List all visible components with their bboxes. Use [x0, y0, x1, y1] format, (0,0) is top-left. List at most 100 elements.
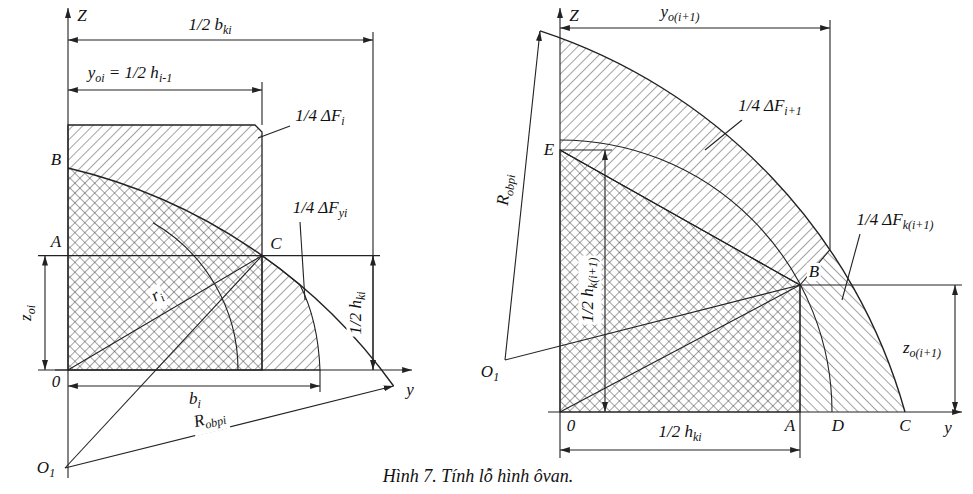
subscript-label: o(i+1) [668, 10, 699, 24]
subscript-label: o(i+1) [910, 346, 941, 360]
dimension-line [604, 150, 605, 412]
subscript-label: i-1 [159, 71, 172, 85]
figure-label: zo(i+1) [901, 339, 943, 362]
figure-label: C [268, 235, 283, 253]
symbol-label: B [809, 262, 819, 281]
radius-line [65, 256, 262, 468]
symbol-label: 1/2 h [578, 288, 597, 322]
symbol-label: A [51, 232, 61, 251]
dimension-line [68, 385, 320, 386]
symbol-label: O [37, 458, 49, 477]
figure-label: O1 [35, 459, 57, 482]
subscript-label: i+1 [784, 104, 801, 118]
crosshatched-area [68, 168, 262, 370]
figure-label: B [49, 151, 63, 169]
symbol-label: y [406, 380, 414, 399]
subscript-label: 1 [493, 370, 499, 384]
subscript-label: k(i+1) [903, 218, 934, 232]
dimension-line [954, 285, 955, 412]
symbol-label: y [661, 2, 669, 21]
extension-line [372, 32, 373, 370]
figure-label: 1/2 bki [186, 16, 233, 39]
z-axis [67, 8, 68, 478]
extension-line [799, 285, 800, 458]
y-axis [55, 369, 412, 370]
hatched-area [560, 38, 830, 285]
figure-label: yoi = 1/2 hi-1 [86, 64, 174, 87]
symbol-label: 0 [52, 372, 61, 391]
figure-label: y [942, 419, 954, 437]
y-axis [548, 411, 962, 412]
symbol-label: b [189, 389, 198, 408]
radius-line [68, 256, 262, 370]
figure-label: O1 [479, 363, 501, 386]
subscript-label: ki [223, 23, 232, 37]
symbol-label: y [88, 63, 96, 82]
symbol-label: 0 [567, 416, 576, 435]
symbol-label: C [270, 234, 281, 253]
figure-label: E [542, 141, 556, 159]
figure-label: C [897, 417, 912, 435]
hatched-area [262, 256, 320, 370]
figure-label: 1/2 hki [347, 289, 370, 336]
subscript-label: ki [693, 430, 702, 444]
symbol-label: y [944, 418, 952, 437]
line-ac [68, 255, 262, 256]
symbol-label: O [481, 362, 493, 381]
extension-line [38, 256, 68, 370]
dimension-line [68, 39, 373, 40]
figure-label: 1/4 ΔFyi [291, 199, 350, 222]
subscript-label: ki [354, 291, 368, 300]
figure-label: A [49, 233, 63, 251]
hatched-area [68, 125, 262, 370]
dimension-line [372, 256, 373, 370]
radius-line [560, 285, 800, 412]
leader-line [842, 234, 860, 300]
outer-arc [540, 31, 905, 412]
symbol-label: 1/2 b [188, 15, 222, 34]
symbol-label: E [544, 140, 554, 159]
figure-label: Z [567, 7, 580, 25]
figure-label: 1/4 ΔFk(i+1) [855, 211, 936, 234]
subscript-label: oi [95, 71, 104, 85]
leader-line [258, 126, 290, 138]
subscript-label: 1 [49, 466, 55, 480]
subscript-label: obpi [502, 174, 518, 197]
subscript-label: obpi [204, 413, 228, 432]
symbol-label: Z [77, 6, 86, 25]
symbol-label: z [16, 314, 35, 321]
subscript-label: i [198, 397, 201, 411]
symbol-label: z [903, 338, 910, 357]
figure-caption: Hình 7. Tính lỗ hình ôvan. [383, 466, 574, 487]
radius-line [65, 386, 394, 468]
symbol-label: C [899, 416, 910, 435]
figure-label: 1/2 hki [656, 423, 703, 446]
extension-line [829, 20, 830, 250]
subscript-label: k(i+1) [586, 257, 600, 288]
extension-line [261, 82, 262, 125]
dimension-line [68, 89, 262, 90]
figure-label: 0 [50, 373, 63, 391]
symbol-label: 1/2 h [658, 422, 692, 441]
extension-line [262, 255, 380, 256]
symbol-label: = 1/2 h [109, 63, 159, 82]
dimension-line [560, 449, 800, 450]
figure-label: D [830, 417, 846, 435]
figure-label: 1/4 ΔFi [293, 107, 346, 130]
extension-line [800, 284, 962, 285]
figure-label: 1/4 ΔFi+1 [736, 97, 803, 120]
dimension-line [560, 27, 830, 28]
leader-line [300, 222, 305, 300]
symbol-label: B [51, 150, 61, 169]
figure-label: bi [187, 390, 203, 413]
z-axis [559, 8, 560, 458]
figure-label: yo(i+1) [659, 3, 702, 26]
symbol-label: 1/4 ΔF [293, 198, 339, 217]
figure-label: zoi [17, 303, 40, 323]
symbol-label: 1/4 ΔF [295, 106, 341, 125]
subscript-label: i [341, 114, 344, 128]
figure-label: ri [146, 284, 170, 311]
extension-line [560, 149, 612, 150]
symbol-label: 1/4 ΔF [738, 96, 784, 115]
symbol-label: 1/2 h [346, 300, 365, 334]
